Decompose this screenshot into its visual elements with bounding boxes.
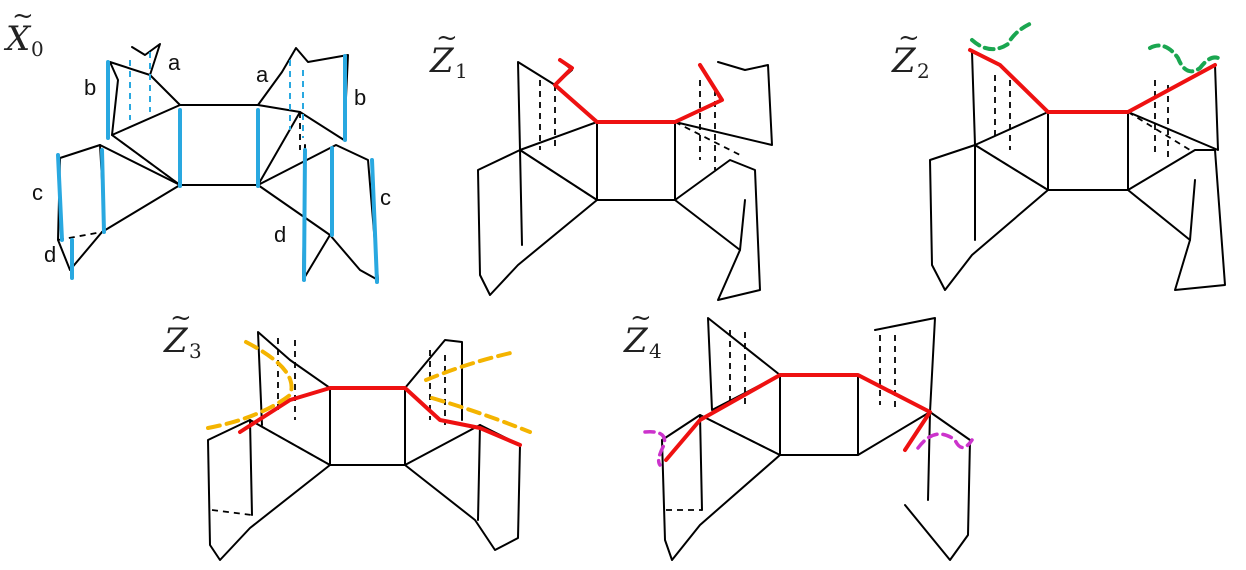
panel-x0: ~ X 0 [3, 1, 391, 284]
panel-z4-title-main: Z [623, 321, 649, 361]
panel-z1-title-sub: 1 [455, 59, 468, 83]
panel-z3-skeleton [207, 331, 521, 561]
panel-z1-title-main: Z [429, 41, 455, 81]
panel-z4: ~ Z 4 [623, 303, 974, 561]
panel-z1-path [553, 58, 724, 124]
svg-text:~: ~ [630, 303, 652, 333]
panel-x0-gluing-dashed [129, 52, 304, 138]
panel-x0-title-main: X [3, 19, 32, 59]
panel-z2-title: ~ Z 2 [891, 23, 930, 83]
edge-label-c-left: c [32, 180, 43, 205]
panel-x0-gluing-edges [56, 54, 379, 284]
panel-z3: ~ Z 3 [163, 303, 532, 561]
panel-z4-path [664, 373, 932, 462]
panel-z3-orange-curve [206, 340, 532, 434]
panel-z2-hidden [974, 75, 1191, 191]
panel-x0-title: ~ X 0 [3, 1, 44, 61]
panel-z3-title: ~ Z 3 [163, 303, 202, 363]
edge-label-a-left: a [168, 50, 181, 75]
panel-z1-title: ~ Z 1 [429, 23, 468, 83]
edge-label-a-right: a [256, 62, 269, 87]
edge-label-d-right: d [274, 222, 286, 247]
panel-z2-green-curve [970, 20, 1220, 74]
panel-z4-title: ~ Z 4 [623, 303, 662, 363]
panel-z3-path [238, 386, 522, 447]
panel-z3-title-sub: 3 [189, 339, 202, 363]
panel-z3-title-main: Z [163, 321, 189, 361]
panel-z2-path [968, 48, 1217, 114]
panel-x0-hidden-edges [57, 112, 301, 241]
edge-label-c-right: c [380, 185, 391, 210]
panel-z4-title-sub: 4 [649, 339, 662, 363]
edge-label-b-left: b [84, 75, 96, 100]
panel-x0-title-sub: 0 [31, 37, 44, 61]
panel-z1: ~ Z 1 [429, 23, 773, 301]
panel-z1-skeleton [477, 59, 773, 301]
edge-label-b-right: b [354, 85, 366, 110]
edge-label-d-left: d [44, 242, 56, 267]
svg-text:~: ~ [170, 303, 192, 333]
panel-z1-hidden [519, 80, 741, 201]
svg-text:~: ~ [12, 1, 34, 31]
panel-z2-title-main: Z [891, 41, 917, 81]
panel-z2-title-sub: 2 [917, 59, 930, 83]
panel-z2-skeleton [929, 51, 1226, 291]
svg-text:~: ~ [898, 23, 920, 53]
svg-text:~: ~ [436, 23, 458, 53]
panel-z4-skeleton [661, 317, 971, 561]
panel-x0-edge-labels: a b c d a b c d [32, 50, 391, 267]
panel-z2: ~ Z 2 [891, 20, 1226, 291]
panel-z4-magenta-curve [643, 430, 974, 467]
